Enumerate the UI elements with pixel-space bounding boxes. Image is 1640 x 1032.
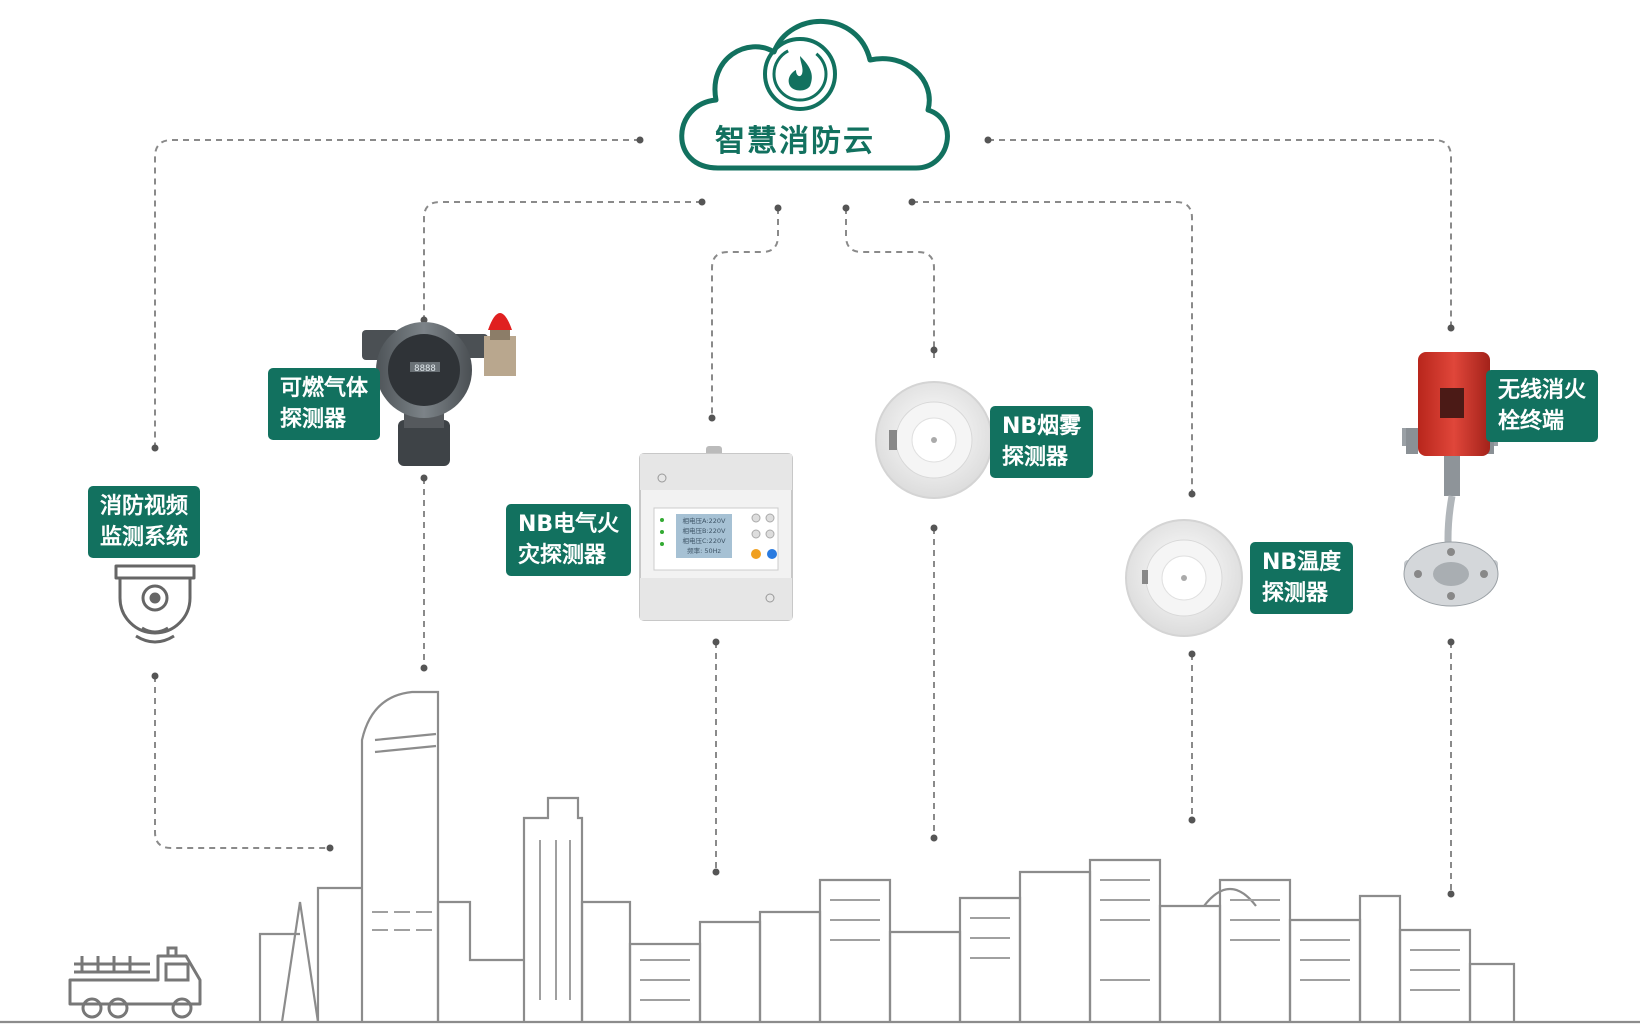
label-temperature-detector: NB温度 探测器 xyxy=(1250,542,1354,614)
label-hydrant-line-1: 无线消火 xyxy=(1498,378,1587,403)
label-smoke-detector: NB烟雾 探测器 xyxy=(990,406,1094,478)
connector-lines xyxy=(154,139,1452,894)
label-temperature-line-2: 探测器 xyxy=(1262,581,1329,606)
connector-dots xyxy=(151,136,1455,898)
label-electric-detector: NB电气火 灾探测器 xyxy=(506,504,632,576)
label-electric-line-1: NB电气火 xyxy=(518,512,620,537)
fire-truck-icon xyxy=(68,946,202,1019)
gas-detector-icon: 8888 xyxy=(362,313,516,466)
label-temperature-line-1: NB温度 xyxy=(1262,550,1342,575)
display-line-2: 相电压B:220V xyxy=(682,526,726,535)
label-video-system: 消防视频 监测系统 xyxy=(88,486,201,558)
connector-hydrant xyxy=(988,139,1452,328)
label-gas-line-2: 探测器 xyxy=(280,407,347,432)
connector-electric xyxy=(711,208,779,418)
label-gas-detector: 可燃气体 探测器 xyxy=(268,368,381,440)
cloud-title: 智慧消防云 xyxy=(715,124,875,159)
svg-text:8888: 8888 xyxy=(414,364,436,374)
label-smoke-line-2: 探测器 xyxy=(1002,445,1069,470)
cloud-shape xyxy=(679,18,950,171)
connector-video xyxy=(154,139,640,448)
label-video-line-2: 监测系统 xyxy=(100,525,189,550)
connector-smoke xyxy=(845,208,935,358)
connector-temperature xyxy=(912,201,1193,494)
connector-gas xyxy=(423,201,702,320)
temperature-detector-icon xyxy=(1125,519,1243,637)
display-line-3: 相电压C:220V xyxy=(682,536,726,545)
display-line-4: 频率: 50Hz xyxy=(687,546,721,555)
fire-icon xyxy=(763,37,837,111)
surveillance-camera-icon xyxy=(114,564,196,644)
display-line-1: 相电压A:220V xyxy=(683,516,726,525)
smoke-detector-icon xyxy=(875,381,993,499)
hydrant-terminal-icon xyxy=(1402,352,1499,607)
label-electric-line-2: 灾探测器 xyxy=(518,543,607,568)
label-video-line-1: 消防视频 xyxy=(100,494,189,519)
label-smoke-line-1: NB烟雾 xyxy=(1002,414,1082,439)
label-hydrant-terminal: 无线消火 栓终端 xyxy=(1486,370,1599,442)
city-skyline xyxy=(0,690,1640,1024)
label-gas-line-1: 可燃气体 xyxy=(280,376,369,401)
connector-video-city xyxy=(154,676,330,849)
electrical-fire-detector-icon: 相电压A:220V 相电压B:220V 相电压C:220V 频率: 50Hz xyxy=(639,446,793,621)
label-hydrant-line-2: 栓终端 xyxy=(1498,409,1565,434)
